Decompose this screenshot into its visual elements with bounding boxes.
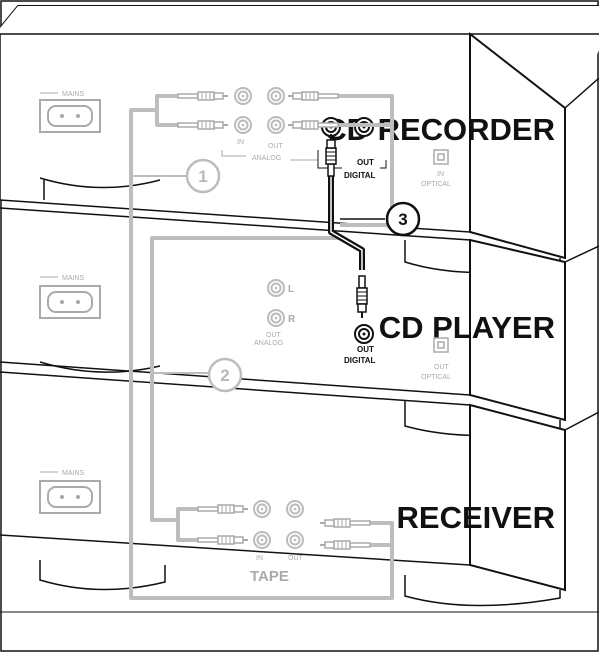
receiver-mains-socket: MAINS [39, 470, 101, 514]
cable-2-plugs [197, 504, 249, 545]
recorder-optical-label: OPTICAL [421, 181, 451, 188]
cable-2 [150, 236, 340, 542]
receiver-tape-in-label: IN [256, 555, 263, 562]
player-mains-socket: MAINS [39, 275, 101, 319]
recorder-digital-label: DIGITAL [344, 171, 376, 180]
recorder-analog-in-label: IN [237, 139, 244, 146]
cd-recorder-unit [0, 5, 599, 274]
recorder-analog-label: ANALOG [252, 155, 281, 162]
player-mains-label: MAINS [62, 275, 85, 282]
player-optical-label: OPTICAL [421, 374, 451, 381]
callout-3-number: 3 [398, 210, 407, 229]
cd-player-title: CD PLAYER [379, 310, 555, 345]
callout-2-number: 2 [220, 366, 229, 385]
callout-3: 3 [340, 201, 421, 237]
receiver-tape-out-label: OUT [288, 555, 304, 562]
receiver-tape-out-jacks [286, 500, 304, 549]
receiver-tape-label: TAPE [250, 568, 289, 585]
receiver-mains-label: MAINS [62, 470, 85, 477]
player-analog-left-jack [267, 279, 285, 297]
receiver-tape-in-jacks [253, 500, 271, 549]
callout-2: 2 [152, 357, 243, 393]
player-analog-right-jack [267, 309, 285, 327]
recorder-optical-in-label: IN [437, 171, 444, 178]
player-digital-label: DIGITAL [344, 356, 376, 365]
cable-1 [129, 94, 394, 600]
recorder-mains-label: MAINS [62, 91, 85, 98]
player-left-label: L [288, 284, 294, 295]
player-digital-out-jack [354, 324, 374, 344]
recorder-digital-out-label: OUT [357, 158, 374, 167]
player-optical-out-label: OUT [434, 364, 450, 371]
player-analog-label: ANALOG [254, 340, 283, 347]
callout-1-number: 1 [198, 167, 207, 186]
callout-1: 1 [131, 158, 221, 194]
cable-3 [328, 175, 365, 270]
receiver-title: RECEIVER [397, 500, 555, 535]
recorder-mains-socket: MAINS [39, 91, 101, 133]
player-right-label: R [288, 314, 296, 325]
player-digital-out-label: OUT [357, 345, 374, 354]
recorder-optical-in-port [433, 149, 449, 165]
cd-player-unit [0, 207, 599, 437]
recorder-analog-out-label: OUT [268, 143, 284, 150]
player-optical-out-port [433, 337, 449, 353]
player-analog-out-label: OUT [266, 332, 282, 339]
